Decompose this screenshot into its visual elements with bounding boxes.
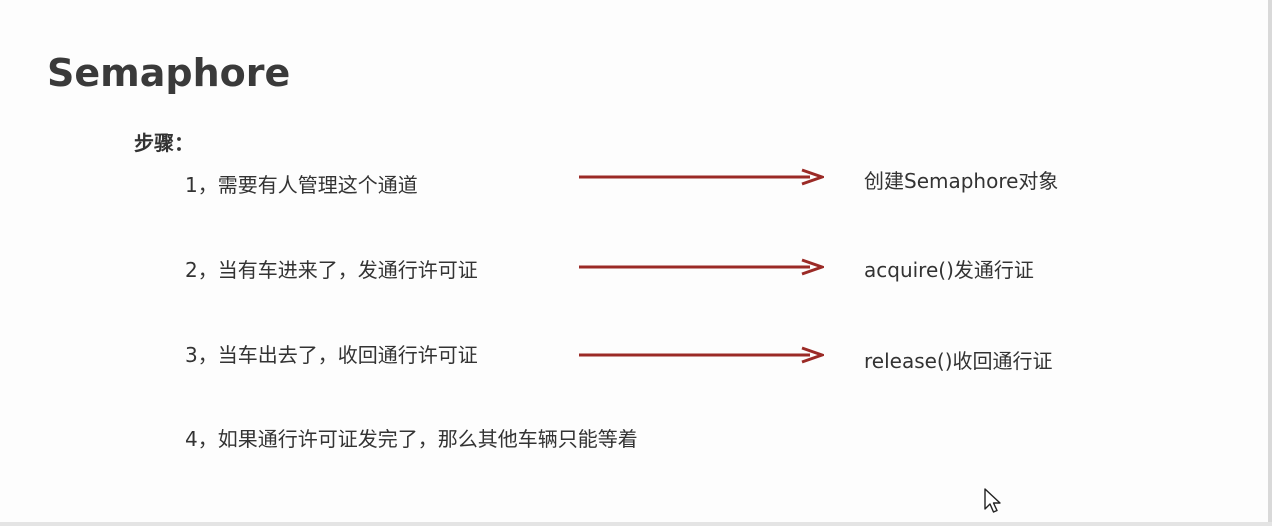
window-edge-bottom xyxy=(0,522,1272,526)
step-4-text: 4，如果通行许可证发完了，那么其他车辆只能等着 xyxy=(185,427,638,451)
right-arrow-icon xyxy=(579,258,824,276)
right-arrow-icon xyxy=(579,346,824,364)
step-2-text: 2，当有车进来了，发通行许可证 xyxy=(185,258,478,282)
slide-title: Semaphore xyxy=(47,51,291,95)
steps-label: 步骤： xyxy=(134,131,194,155)
step-2-result: acquire()发通行证 xyxy=(864,258,1034,282)
window-edge-right xyxy=(1268,0,1272,526)
right-arrow-icon xyxy=(579,168,824,186)
step-3-result: release()收回通行证 xyxy=(864,349,1053,373)
step-1-text: 1，需要有人管理这个通道 xyxy=(185,173,418,197)
step-3-text: 3，当车出去了，收回通行许可证 xyxy=(185,343,478,367)
mouse-pointer-icon xyxy=(984,488,1001,513)
step-1-result: 创建Semaphore对象 xyxy=(864,169,1059,193)
